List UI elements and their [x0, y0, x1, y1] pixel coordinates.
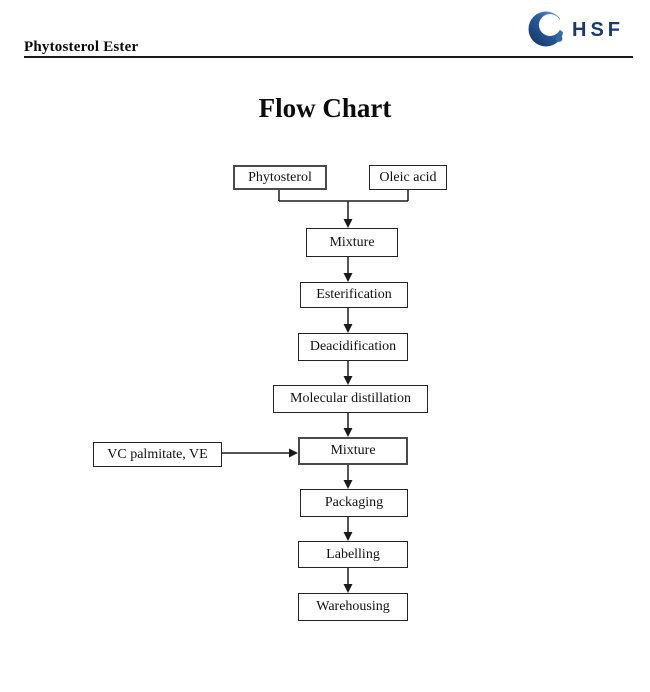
logo-gap — [553, 14, 566, 35]
logo-ring — [528, 11, 564, 47]
flow-node-molecular-distillation: Molecular distillation — [273, 385, 428, 413]
flow-node-oleic-acid: Oleic acid — [369, 165, 447, 190]
flow-node-phytosterol: Phytosterol — [233, 165, 327, 190]
flow-node-mixture-2: Mixture — [298, 437, 408, 465]
flow-node-vc-palmitate-ve: VC palmitate, VE — [93, 442, 222, 467]
hsf-logo-text: HSF — [572, 19, 624, 41]
flow-node-labelling: Labelling — [298, 541, 408, 568]
flow-node-deacidification: Deacidification — [298, 333, 408, 361]
flow-node-warehousing: Warehousing — [298, 593, 408, 621]
header-divider-rule — [24, 56, 633, 58]
flow-node-mixture-1: Mixture — [306, 228, 398, 257]
flow-node-esterification: Esterification — [300, 282, 408, 308]
page-title: Flow Chart — [258, 93, 392, 123]
logo-dot — [555, 35, 563, 42]
hsf-logo-icon — [528, 11, 566, 47]
document-header-title: Phytosterol Ester — [24, 39, 139, 55]
flow-node-packaging: Packaging — [300, 489, 408, 517]
